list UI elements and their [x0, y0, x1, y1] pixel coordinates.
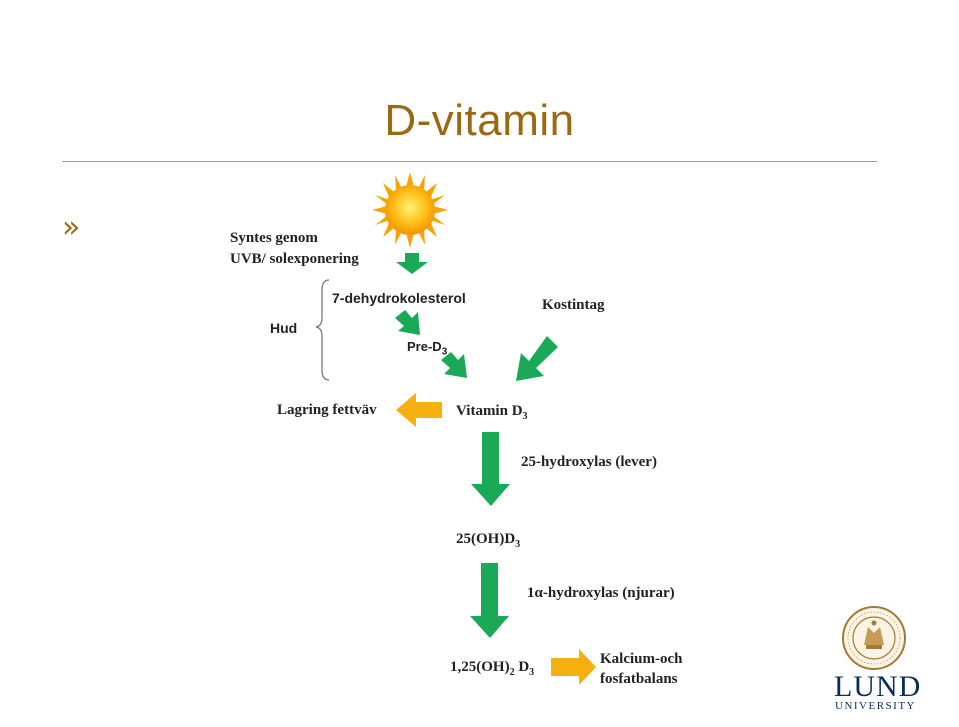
balance-arrow-icon [551, 649, 596, 685]
university-subtitle: UNIVERSITY [835, 700, 916, 712]
vitamin-d3-label: Vitamin D3 [456, 403, 528, 422]
storage-label: Lagring fettväv [277, 402, 377, 418]
green-arrow-diag-1 [395, 310, 420, 335]
university-name: LUND [834, 670, 922, 703]
slide-title: D-vitamin [384, 96, 575, 145]
oh-d3-label: 25(OH)D3 [456, 531, 521, 550]
dehydrocholesterol-label: 7-dehydrokolesterol [332, 290, 466, 306]
bullet-marker: » [62, 210, 81, 245]
diet-label: Kostintag [542, 297, 605, 313]
hydroxylase-25-label: 25-hydroxylas (lever) [521, 454, 657, 470]
synthesis-label-line1: Syntes genom [230, 230, 318, 246]
oh2-d3-label: 1,25(OH)2 D3 [450, 659, 535, 678]
storage-arrow-icon [396, 393, 442, 427]
hydroxylase-1a-label: 1α-hydroxylas (njurar) [527, 585, 675, 601]
green-arrow-down-3 [470, 563, 509, 638]
diet-arrow-icon [516, 336, 558, 381]
university-seal-logo [842, 606, 906, 670]
skin-bracket [315, 279, 330, 381]
balance-label-line1: Kalcium-och [600, 651, 683, 667]
sun-icon [372, 172, 448, 248]
pre-d3-label: Pre-D3 [407, 339, 448, 358]
green-arrow-down-2 [471, 432, 510, 506]
synthesis-label-line2: UVB/ solexponering [230, 251, 359, 267]
balance-label-line2: fosfatbalans [600, 671, 678, 687]
green-arrow-down-1 [396, 253, 428, 274]
green-arrow-diag-2 [441, 352, 467, 378]
title-divider [62, 161, 877, 162]
skin-label: Hud [270, 320, 298, 336]
